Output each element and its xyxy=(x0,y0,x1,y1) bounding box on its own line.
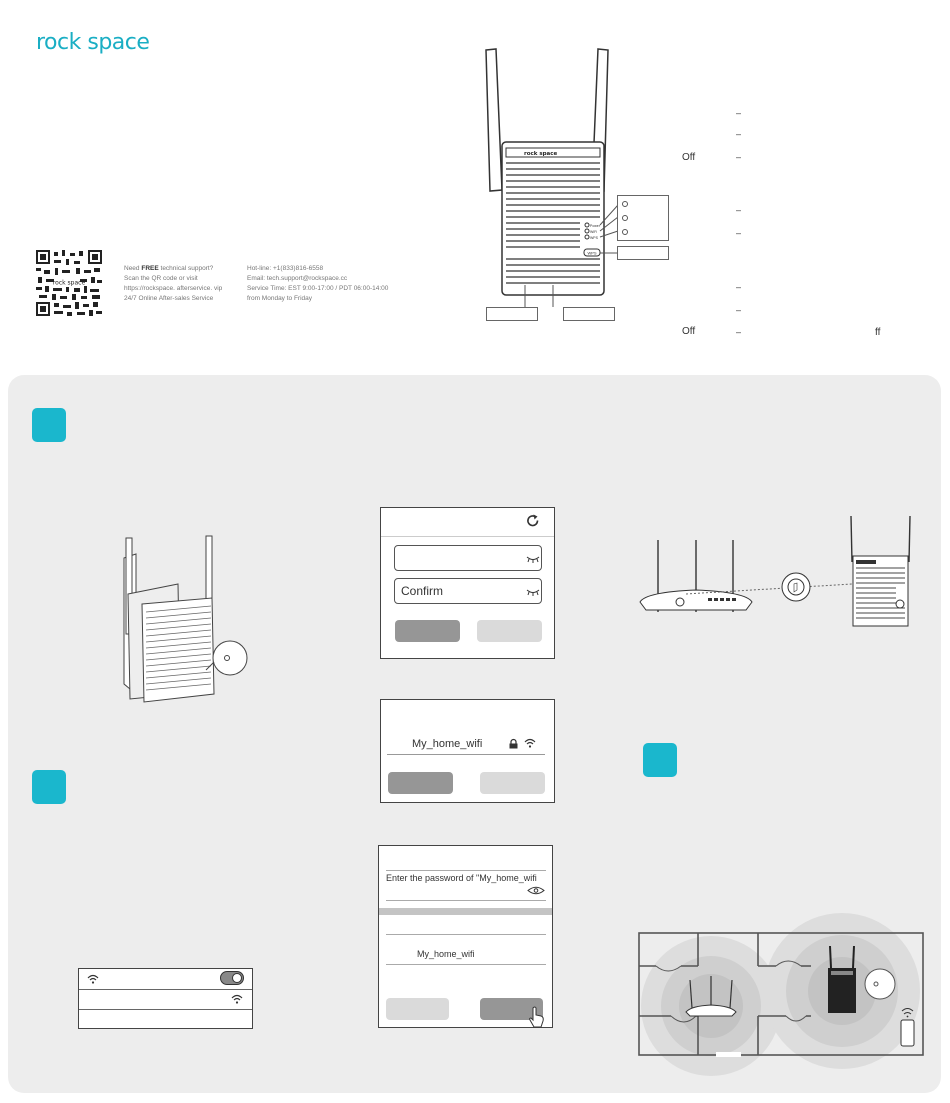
router-wps-illustration xyxy=(639,515,911,627)
led-label-wifi: WiFi xyxy=(590,230,597,234)
wifi-network-row[interactable] xyxy=(79,989,252,1010)
selected-network-ssid: My_home_wifi xyxy=(417,949,475,959)
contact-email[interactable]: Email: tech.support@rockspace.cc xyxy=(247,275,348,282)
refresh-icon[interactable] xyxy=(526,514,540,528)
wifi-toggle[interactable] xyxy=(220,971,244,985)
legend-dash: – xyxy=(736,108,742,118)
qr-brand-label: rock space xyxy=(53,280,86,287)
network-secondary-button[interactable] xyxy=(480,772,545,794)
legend-trailing-ff: ff xyxy=(875,327,881,338)
legend-off-1: Off xyxy=(682,152,696,163)
password-prompt: Enter the password of "My_home_wifi xyxy=(386,873,537,883)
eye-closed-icon[interactable] xyxy=(526,588,540,596)
network-row[interactable]: My_home_wifi xyxy=(387,734,545,755)
smartphone-icon xyxy=(900,1008,915,1047)
lock-icon xyxy=(509,738,518,749)
confirm-field-label: Confirm xyxy=(401,584,444,598)
contact-hotline: Hot-line: +1(833)816-6558 xyxy=(247,265,324,272)
wifi-icon xyxy=(231,994,243,1004)
support-scan: Scan the QR code or visit xyxy=(124,275,198,282)
password-card: Enter the password of "My_home_wifi My_h… xyxy=(378,845,553,1028)
password-card-divider xyxy=(386,870,546,871)
legend-dash: – xyxy=(736,305,742,315)
network-ssid: My_home_wifi xyxy=(412,738,483,750)
legend-off-2: Off xyxy=(682,326,696,337)
password-cancel-button[interactable] xyxy=(386,998,449,1020)
wifi-settings-card xyxy=(78,968,253,1029)
setup-card-header xyxy=(381,508,554,537)
password-card-divider xyxy=(386,934,546,935)
setup-primary-button[interactable] xyxy=(395,620,460,642)
password-card-band xyxy=(379,908,552,915)
legend-dash: – xyxy=(736,152,742,162)
placement-floor-plan xyxy=(638,913,924,1076)
brand-logo: rock space xyxy=(36,30,150,55)
network-primary-button[interactable] xyxy=(388,772,453,794)
toggle-knob xyxy=(232,973,242,983)
password-join-button[interactable] xyxy=(480,998,543,1020)
extender-front-diagram: rock space Power WiFi WPS WPS xyxy=(485,48,619,307)
eye-icon[interactable] xyxy=(527,886,545,895)
device-brand-label: rock space xyxy=(524,151,558,157)
qr-code: rock space xyxy=(36,250,102,316)
password-field[interactable] xyxy=(394,545,542,571)
hand-pointer-icon xyxy=(529,1006,544,1028)
led-label-wps: WPS xyxy=(590,236,599,240)
support-block: Need FREE technical support? Scan the QR… xyxy=(124,264,244,304)
led-label-power: Power xyxy=(590,224,601,228)
legend-dash: – xyxy=(736,327,742,337)
password-card-divider xyxy=(386,964,546,965)
step-badge-2 xyxy=(32,770,66,804)
wps-button-label: WPS xyxy=(587,251,596,256)
legend-dash: – xyxy=(736,205,742,215)
eye-closed-icon[interactable] xyxy=(526,555,540,563)
support-online: 24/7 Online After-sales Service xyxy=(124,295,214,302)
support-url[interactable]: https://rockspace. afterservice. vip xyxy=(124,285,223,292)
step-badge-3 xyxy=(643,743,677,777)
setup-card: Confirm xyxy=(380,507,555,659)
confirm-password-field[interactable]: Confirm xyxy=(394,578,542,604)
network-card: My_home_wifi xyxy=(380,699,555,803)
legend-dash: – xyxy=(736,228,742,238)
wifi-icon xyxy=(87,974,99,984)
legend-dash: – xyxy=(736,129,742,139)
contact-days: from Monday to Friday xyxy=(247,295,313,302)
wifi-icon xyxy=(524,738,536,748)
extender-outlet-illustration xyxy=(123,535,248,703)
password-field-underline xyxy=(386,900,546,901)
contact-block: Hot-line: +1(833)816-6558 Email: tech.su… xyxy=(247,264,397,304)
power-callout-box xyxy=(563,307,615,321)
wps-callout-box xyxy=(617,246,669,260)
setup-secondary-button[interactable] xyxy=(477,620,542,642)
wifi-settings-row xyxy=(79,969,252,990)
led-callout-box xyxy=(617,195,669,241)
support-need: Need FREE technical support? xyxy=(124,265,214,272)
contact-service-time: Service Time: EST 9:00-17:00 / PDT 06:00… xyxy=(247,285,389,292)
reset-callout-box xyxy=(486,307,538,321)
legend-dash: – xyxy=(736,282,742,292)
step-badge-1 xyxy=(32,408,66,442)
